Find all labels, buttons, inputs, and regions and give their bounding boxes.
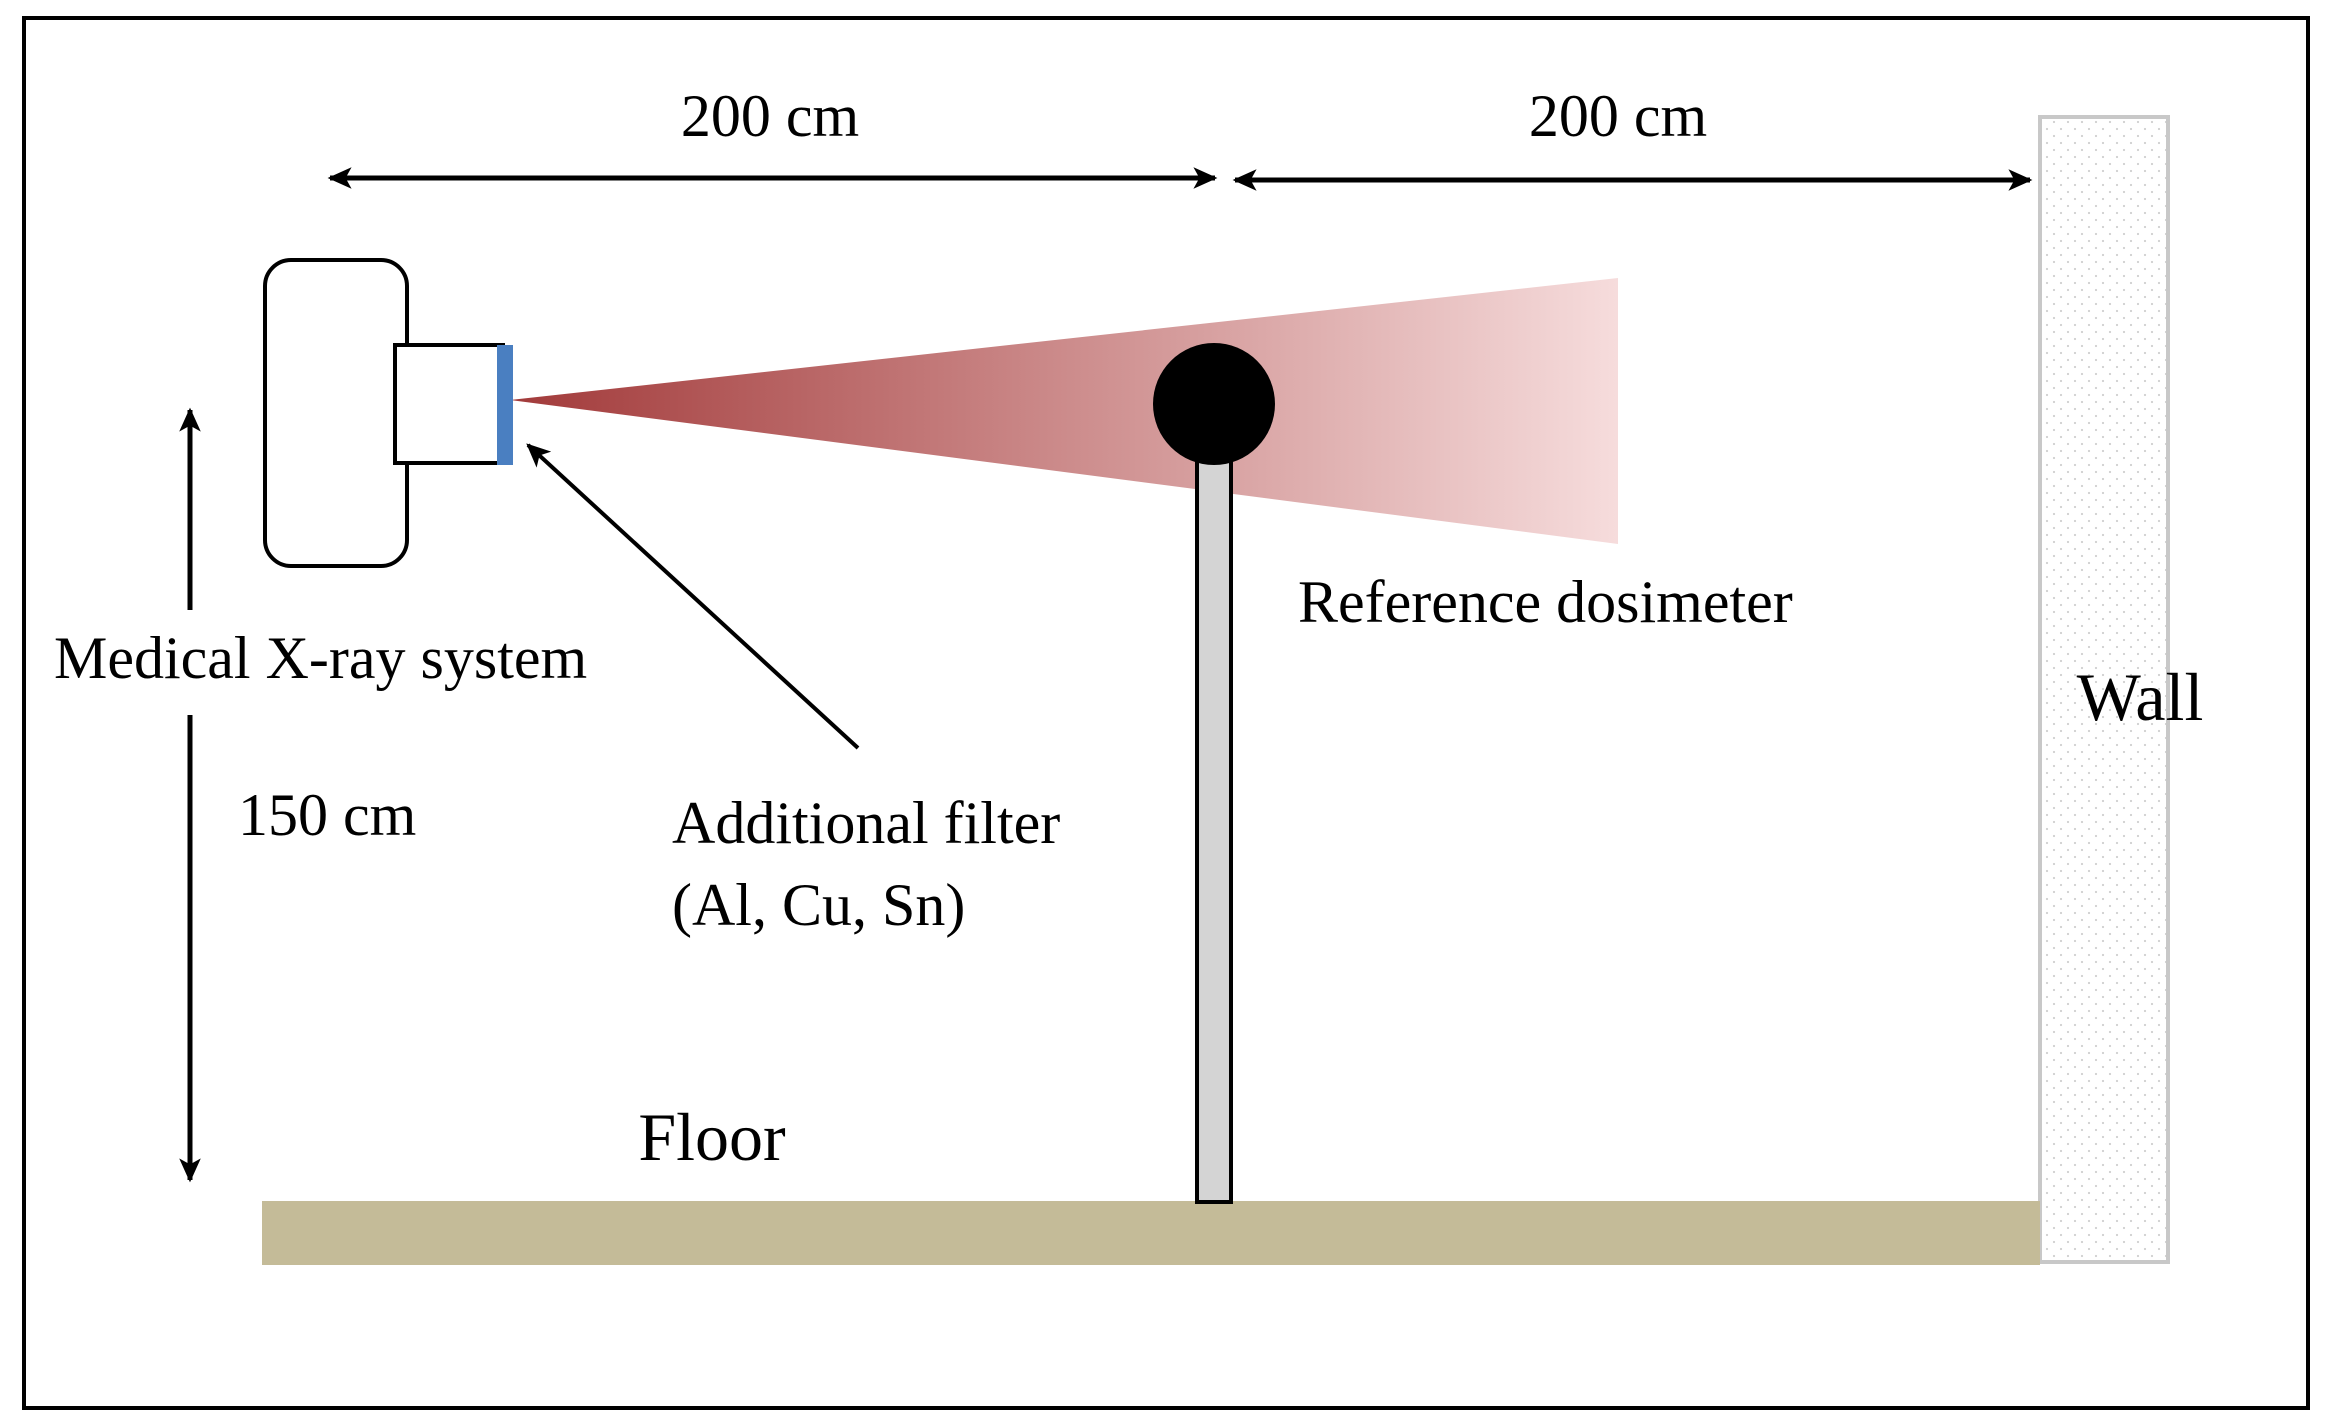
floor-label: Floor [638,1099,786,1175]
xray-system-label: Medical X-ray system [54,625,587,691]
distance-left-label: 200 cm [681,83,859,149]
dosimeter-label: Reference dosimeter [1298,569,1793,635]
wall-label: Wall [2077,659,2204,735]
additional-filter [497,345,513,465]
reference-dosimeter [1153,343,1275,465]
filter-label-line1: Additional filter [672,790,1060,856]
distance-right-label: 200 cm [1529,83,1707,149]
wall [2038,115,2170,1264]
filter-pointer-arrow [526,443,860,750]
floor [262,1201,2040,1265]
xray-beam [510,278,1618,544]
height-label: 150 cm [238,782,416,848]
outer-frame [22,16,2310,1410]
xray-collimator [393,343,505,465]
dosimeter-stand [1195,440,1233,1204]
filter-label-line2: (Al, Cu, Sn) [672,872,965,938]
xray-system-body [263,258,409,568]
